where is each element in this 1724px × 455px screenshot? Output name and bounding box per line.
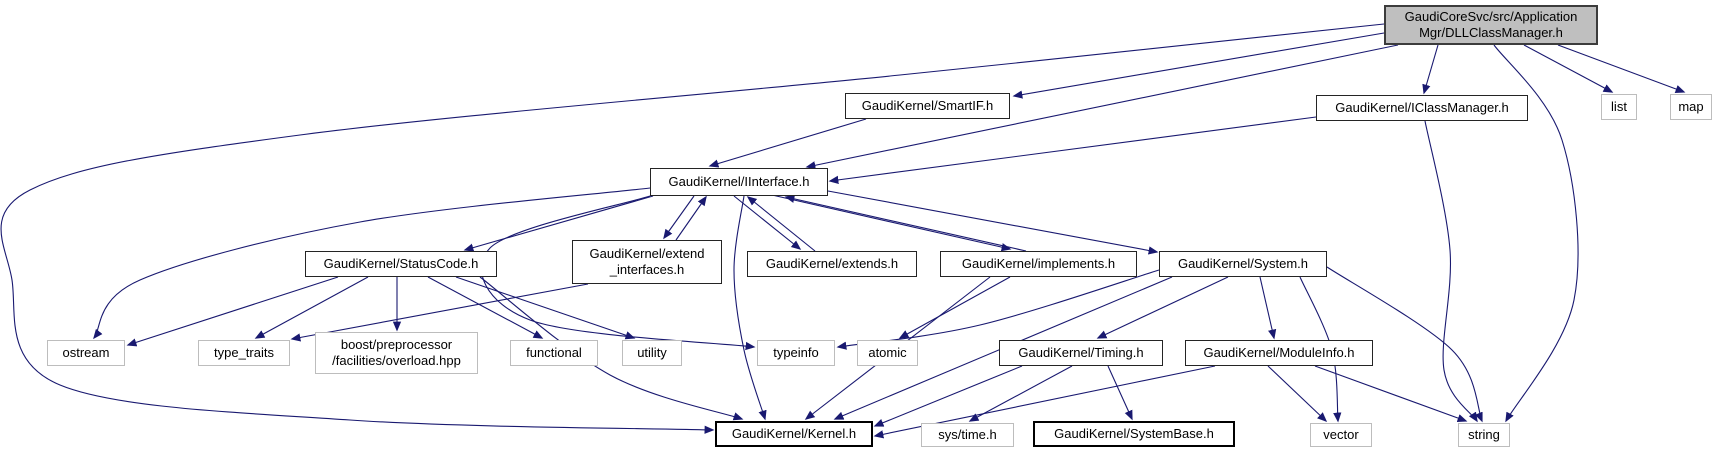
edge-iinterface-ostream [93, 187, 651, 340]
edge-statuscode-ostream [126, 276, 339, 347]
edge-iinterface-kernel [733, 195, 767, 421]
node-smartif[interactable]: GaudiKernel/SmartIF.h [845, 93, 1010, 119]
edge-root-string [1493, 44, 1579, 423]
node-systembase[interactable]: GaudiKernel/SystemBase.h [1033, 421, 1235, 447]
node-kernel[interactable]: GaudiKernel/Kernel.h [715, 421, 873, 447]
node-moduleinfo[interactable]: GaudiKernel/ModuleInfo.h [1185, 340, 1373, 366]
edge-extends-iinterface [746, 196, 816, 252]
node-statuscode[interactable]: GaudiKernel/StatusCode.h [305, 251, 497, 277]
node-systime: sys/time.h [921, 423, 1014, 447]
node-extendif[interactable]: GaudiKernel/extend _interfaces.h [572, 240, 722, 284]
edge-root-map [1557, 44, 1686, 93]
edge-iinterface-implements [771, 194, 1012, 252]
edge-root-kernel [0, 23, 1385, 434]
edge-root-iinterface [805, 44, 1399, 170]
node-system[interactable]: GaudiKernel/System.h [1159, 251, 1327, 277]
node-list: list [1601, 94, 1637, 120]
node-utility: utility [622, 340, 682, 366]
edge-iinterface-statuscode [463, 195, 654, 252]
edge-iinterface-extendif [663, 195, 695, 240]
edge-root-iclassmanager [1422, 44, 1439, 95]
edge-iinterface-typeinfo [480, 195, 756, 351]
node-typeinfo: typeinfo [757, 340, 835, 366]
edge-statuscode-utility [455, 276, 636, 340]
edge-iinterface-system [827, 190, 1159, 255]
edge-moduleinfo-vector [1267, 365, 1328, 423]
node-implements[interactable]: GaudiKernel/implements.h [940, 251, 1137, 277]
edge-moduleinfo-string [1314, 365, 1468, 423]
node-iinterface[interactable]: GaudiKernel/IInterface.h [650, 168, 828, 196]
node-vector: vector [1310, 423, 1372, 447]
node-extends[interactable]: GaudiKernel/extends.h [747, 251, 917, 277]
edge-system-timing [1096, 276, 1229, 339]
node-iclassmanager[interactable]: GaudiKernel/IClassManager.h [1316, 95, 1528, 121]
edge-extendif-typetraits [290, 283, 589, 342]
edge-iclassmanager-string [1424, 120, 1478, 423]
node-atomic: atomic [857, 340, 918, 366]
node-typetraits: type_traits [198, 340, 290, 366]
edge-system-string [1326, 266, 1483, 423]
node-root: GaudiCoreSvc/src/Application Mgr/DLLClas… [1384, 5, 1598, 45]
edge-extendif-iinterface [675, 195, 707, 241]
edge-statuscode-functional [427, 276, 544, 339]
edge-system-typeinfo [836, 269, 1160, 350]
node-string: string [1458, 423, 1510, 447]
edge-timing-kernel [873, 365, 1023, 427]
edge-root-list [1523, 44, 1614, 93]
edge-timing-systembase [1107, 365, 1133, 421]
edge-smartif-iinterface [708, 118, 867, 168]
edge-system-moduleinfo [1259, 276, 1277, 340]
edge-statuscode-kernel [479, 276, 744, 421]
node-map: map [1670, 94, 1712, 120]
edge-implements-iinterface [784, 194, 1027, 252]
edge-implements-atomic [898, 276, 1011, 339]
edge-iclassmanager-iinterface [828, 116, 1317, 185]
edge-root-smartif [1012, 32, 1385, 99]
node-ostream: ostream [47, 340, 125, 366]
node-functional: functional [510, 340, 598, 366]
node-boost: boost/preprocessor /facilities/overload.… [315, 332, 478, 374]
edge-statuscode-typetraits [254, 276, 369, 339]
edge-iinterface-extends [733, 195, 802, 250]
edge-timing-systime [968, 365, 1073, 422]
node-timing[interactable]: GaudiKernel/Timing.h [999, 340, 1163, 366]
